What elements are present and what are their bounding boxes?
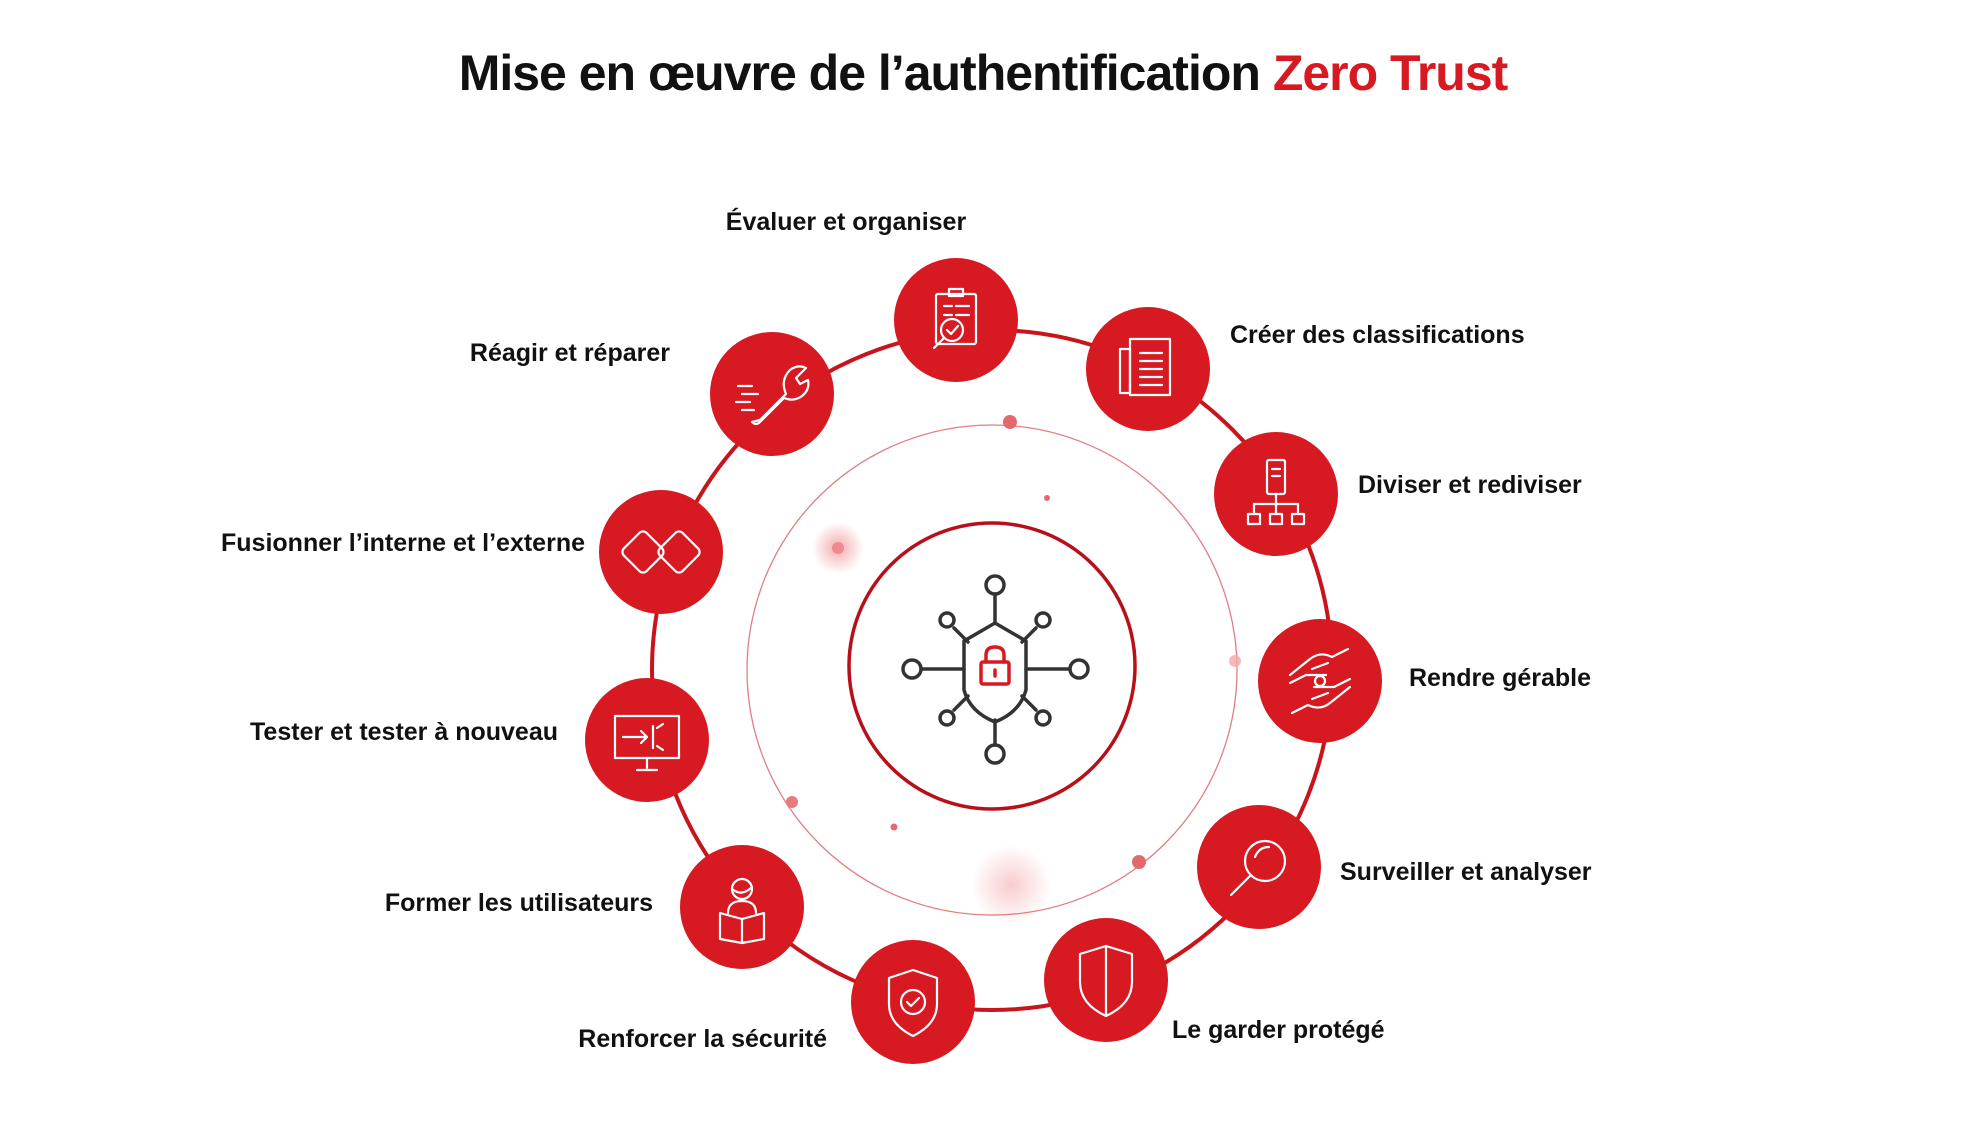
- step-4: Rendre gérable: [1258, 619, 1591, 743]
- title-prefix: Mise en œuvre de l’authentification: [458, 45, 1273, 101]
- step-5: Surveiller et analyser: [1197, 805, 1592, 929]
- step-1: Évaluer et organiser: [726, 207, 1018, 382]
- hands-icon: [1288, 647, 1352, 715]
- step-circle: [1197, 805, 1321, 929]
- step-circle: [680, 845, 804, 969]
- shield-check-icon: [887, 968, 939, 1038]
- merge-squares-icon: [621, 530, 701, 574]
- step-label: Surveiller et analyser: [1340, 858, 1592, 886]
- step-circle: [1258, 619, 1382, 743]
- title-highlight: Zero Trust: [1272, 45, 1508, 101]
- step-3: Diviser et rediviser: [1214, 432, 1582, 556]
- step-label: Former les utilisateurs: [385, 889, 653, 917]
- step-8: Former les utilisateurs: [385, 845, 804, 969]
- hierarchy-icon: [1246, 458, 1306, 526]
- page-title: Mise en œuvre de l’authentification Zero…: [0, 44, 1966, 102]
- step-label: Le garder protégé: [1172, 1016, 1385, 1044]
- step-7: Renforcer la sécurité: [578, 940, 975, 1064]
- step-circle: [710, 332, 834, 456]
- step-label: Renforcer la sécurité: [578, 1025, 827, 1053]
- shield-icon: [1078, 944, 1134, 1018]
- step-6: Le garder protégé: [1044, 918, 1385, 1044]
- step-circle: [851, 940, 975, 1064]
- step-label: Diviser et rediviser: [1358, 471, 1582, 499]
- step-circle: [599, 490, 723, 614]
- inner-ring: [847, 521, 1137, 811]
- step-circle: [585, 678, 709, 802]
- user-book-icon: [718, 877, 766, 945]
- step-11: Réagir et réparer: [470, 332, 834, 456]
- step-label: Créer des classifications: [1230, 321, 1525, 349]
- documents-icon: [1118, 337, 1172, 397]
- step-label: Rendre gérable: [1409, 664, 1591, 692]
- magnifier-icon: [1229, 839, 1287, 897]
- step-label: Fusionner l’interne et l’externe: [221, 529, 585, 557]
- decorative-dots: [786, 415, 1241, 925]
- network-shield-lock-icon: [901, 574, 1090, 765]
- step-label: Réagir et réparer: [470, 339, 670, 367]
- step-label: Évaluer et organiser: [726, 207, 967, 236]
- step-10: Fusionner l’interne et l’externe: [221, 490, 723, 614]
- step-2: Créer des classifications: [1086, 307, 1525, 431]
- wrench-icon: [734, 365, 810, 426]
- clipboard-magnifier-icon: [932, 287, 978, 350]
- step-label: Tester et tester à nouveau: [250, 718, 558, 746]
- monitor-test-icon: [613, 714, 681, 772]
- step-9: Tester et tester à nouveau: [250, 678, 709, 802]
